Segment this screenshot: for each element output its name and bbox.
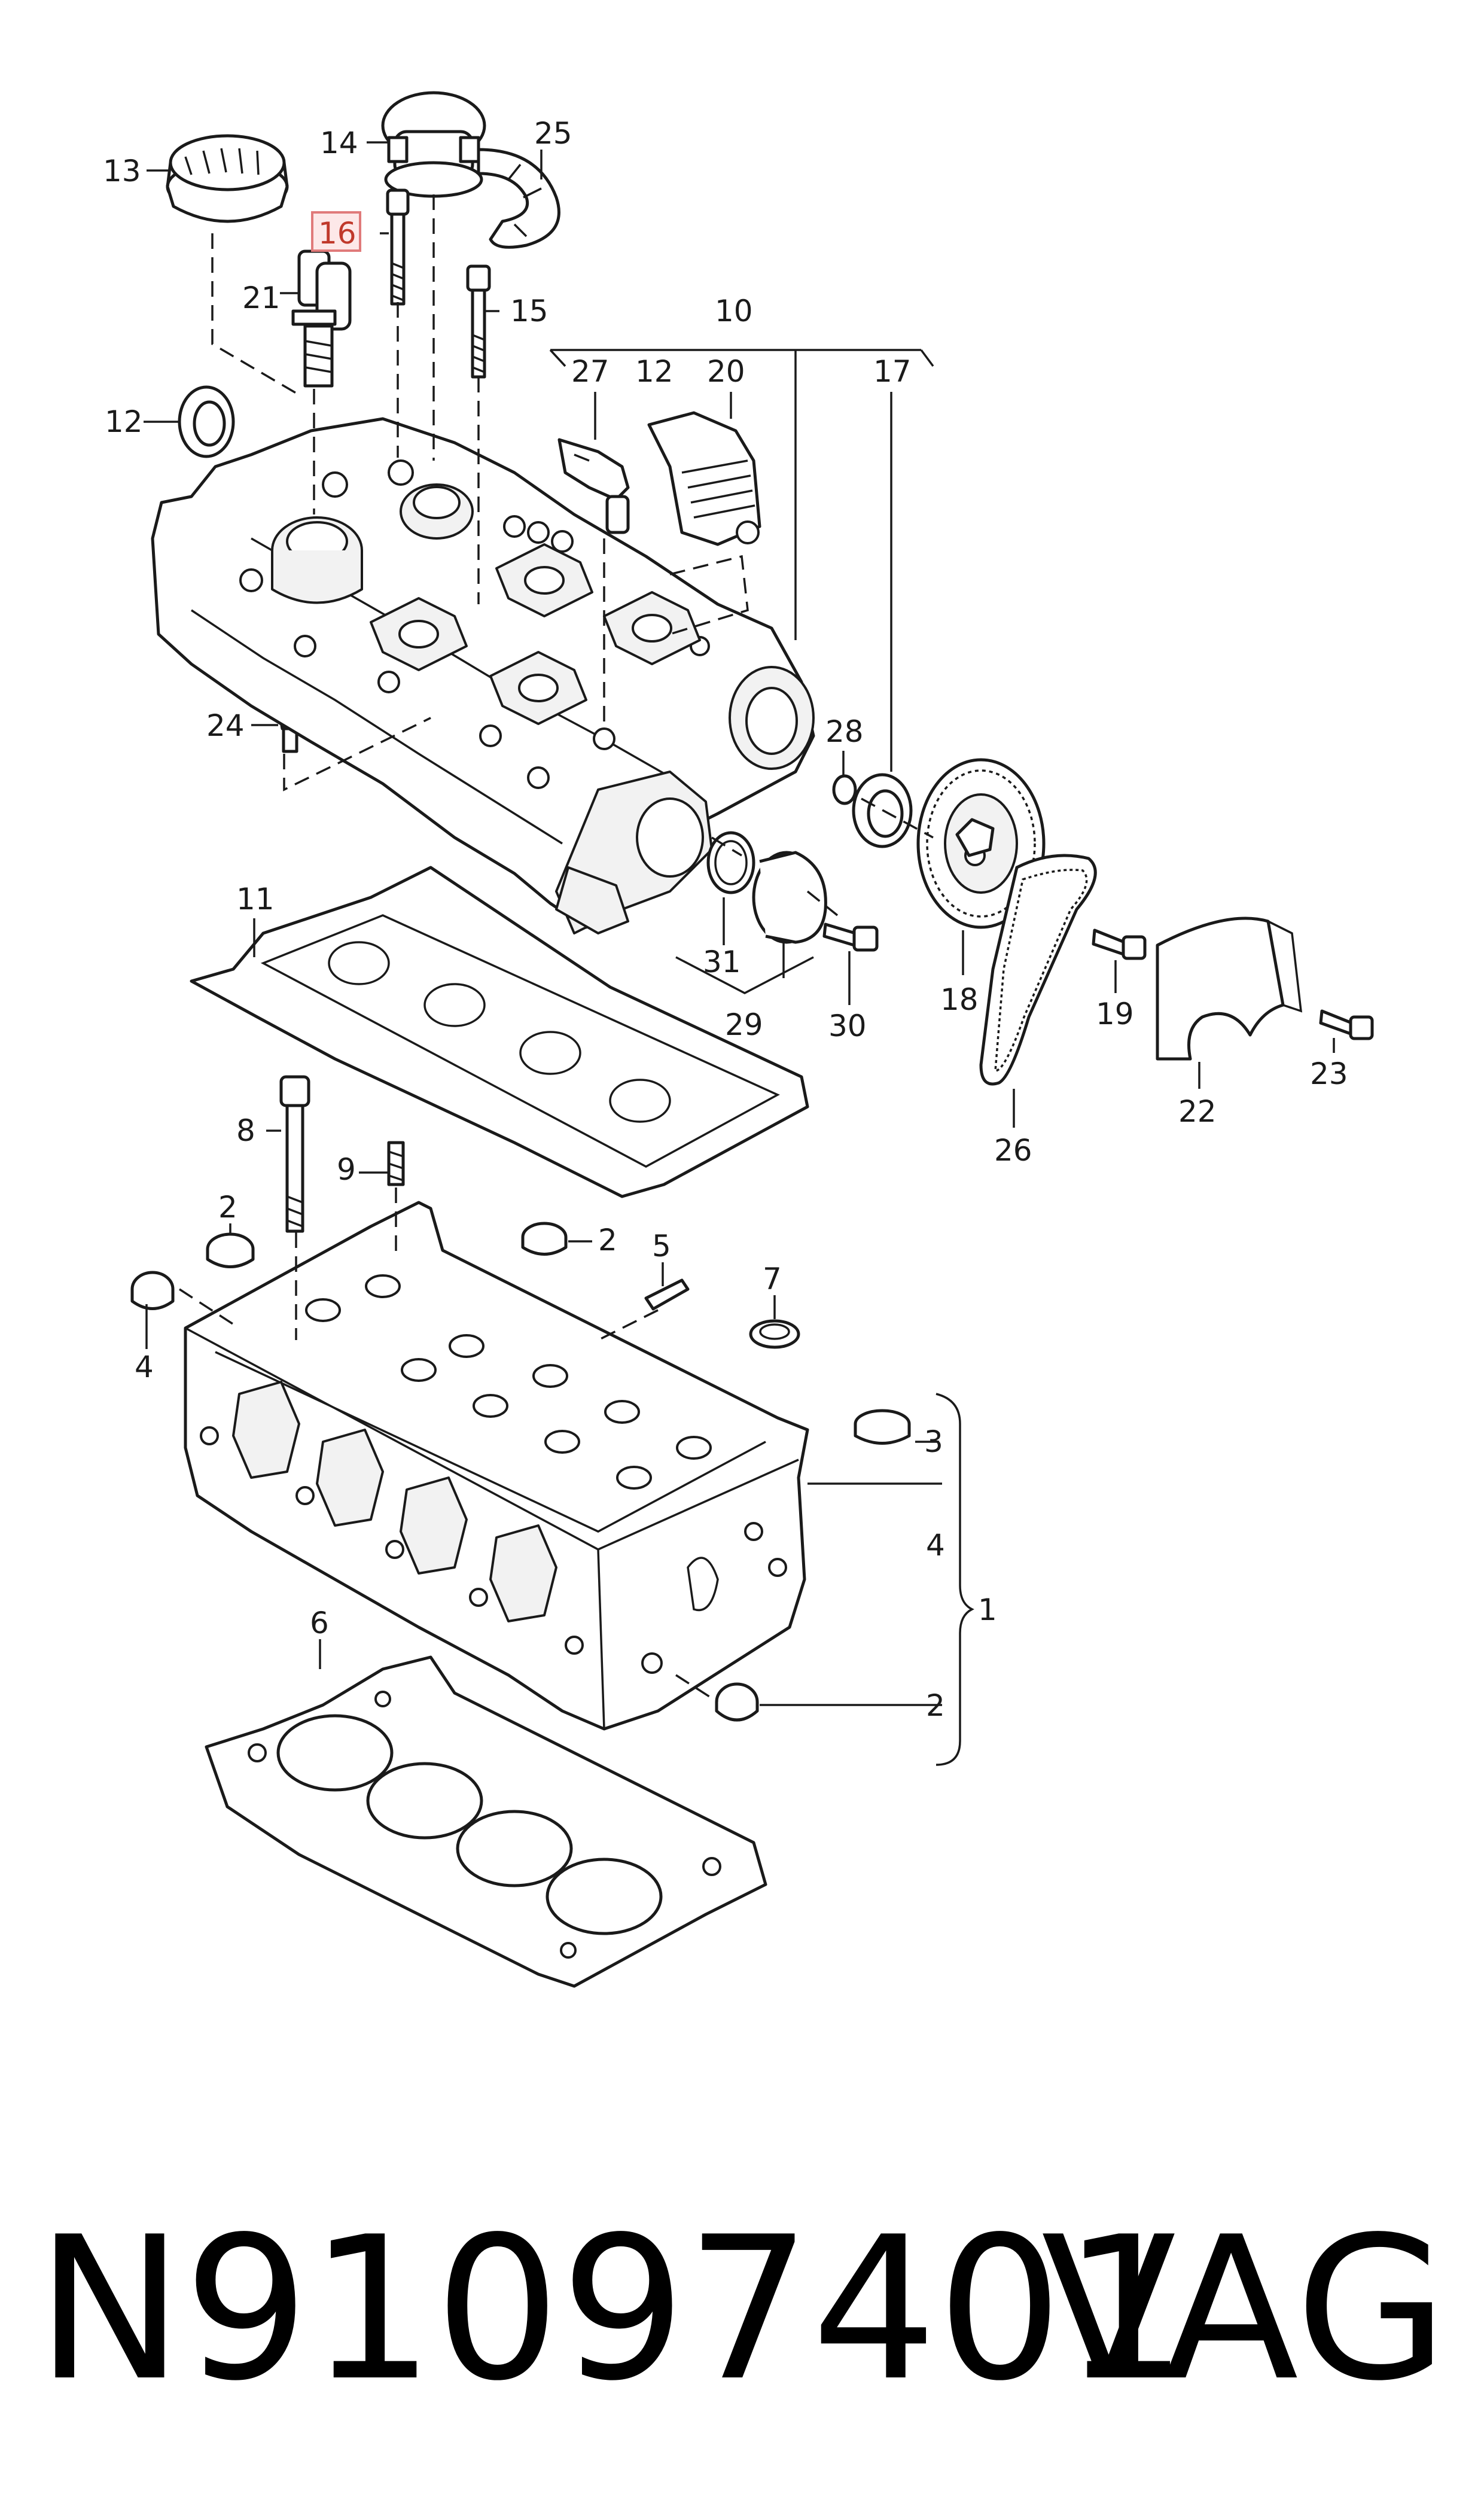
actuator-module [647, 411, 761, 546]
callout-18: 18 [940, 982, 979, 1017]
callout-29: 29 [725, 1007, 763, 1042]
brand-name: VAG [1041, 2194, 1448, 2424]
stud-9 [387, 1141, 405, 1186]
cylinder-head-cover [151, 417, 815, 934]
o-ring-28 [832, 774, 857, 805]
bolt-30 [822, 922, 879, 952]
callout-2b: 2 [598, 1223, 617, 1258]
head-bolt [279, 1075, 310, 1233]
callout-27: 27 [571, 354, 610, 389]
cover-gasket [190, 866, 809, 1198]
callout-8: 8 [236, 1113, 255, 1148]
timing-belt [979, 854, 1097, 1086]
bolt-23 [1319, 1009, 1374, 1040]
callout-1: 1 [978, 1593, 997, 1627]
breather-hose [477, 148, 560, 249]
callout-12b: 12 [635, 354, 674, 389]
callout-16: 16 [318, 216, 356, 251]
callout-6: 6 [310, 1606, 329, 1640]
callout-21: 21 [242, 281, 281, 315]
bolt-19 [1092, 928, 1147, 960]
callout-22: 22 [1178, 1094, 1217, 1129]
plug-4 [130, 1271, 175, 1310]
breather-valve [381, 91, 486, 198]
callout-19: 19 [1096, 997, 1134, 1031]
callout-23: 23 [1310, 1056, 1348, 1091]
bolt-16 [386, 188, 410, 306]
callout-15: 15 [510, 294, 548, 328]
guide-pin [644, 1278, 690, 1311]
cap-29 [752, 851, 827, 944]
callout-2a: 2 [218, 1190, 237, 1225]
seal-left [178, 385, 235, 458]
cylinder-head [184, 1201, 809, 1731]
leader-lines [144, 141, 1335, 1766]
callout-labels: 13 14 25 16 21 15 10 27 12 20 17 12 24 2… [103, 116, 1348, 1723]
callout-10: 10 [715, 294, 753, 328]
exploded-view-drawing: 13 14 25 16 21 15 10 27 12 20 17 12 24 2… [103, 91, 1374, 1988]
cap-3 [854, 1409, 911, 1445]
callout-30: 30 [828, 1009, 867, 1043]
callout-20: 20 [707, 354, 745, 389]
callout-31: 31 [703, 945, 741, 979]
seal-7 [749, 1319, 800, 1349]
oil-filler-cap [166, 134, 289, 223]
callout-26: 26 [994, 1133, 1032, 1168]
plug-2b [521, 1222, 568, 1256]
callout-4b: 4 [926, 1528, 945, 1563]
callout-11: 11 [236, 882, 275, 917]
callout-3: 3 [924, 1424, 943, 1459]
camshaft-sensor [557, 438, 630, 534]
callout-5: 5 [652, 1229, 671, 1263]
callout-7: 7 [763, 1262, 782, 1296]
callout-9: 9 [337, 1152, 356, 1187]
callout-2c: 2 [926, 1688, 945, 1723]
head-gasket [205, 1655, 767, 1988]
o-ring-31 [706, 831, 755, 894]
callout-12a: 12 [105, 404, 143, 439]
plug-2c [715, 1682, 759, 1722]
callout-25: 25 [534, 116, 572, 151]
callout-24: 24 [206, 708, 245, 743]
callout-4a: 4 [135, 1350, 154, 1384]
callout-14: 14 [320, 126, 358, 160]
callout-28: 28 [825, 714, 864, 749]
timing-belt-cover [1156, 917, 1303, 1061]
solenoid-valve [291, 249, 352, 388]
callout-17: 17 [873, 354, 912, 389]
plug-2a [206, 1232, 255, 1268]
part-number: N91097401 [36, 2194, 1189, 2424]
bolt-15 [466, 264, 491, 379]
highlight-box [311, 211, 361, 252]
callout-13: 13 [103, 154, 141, 188]
